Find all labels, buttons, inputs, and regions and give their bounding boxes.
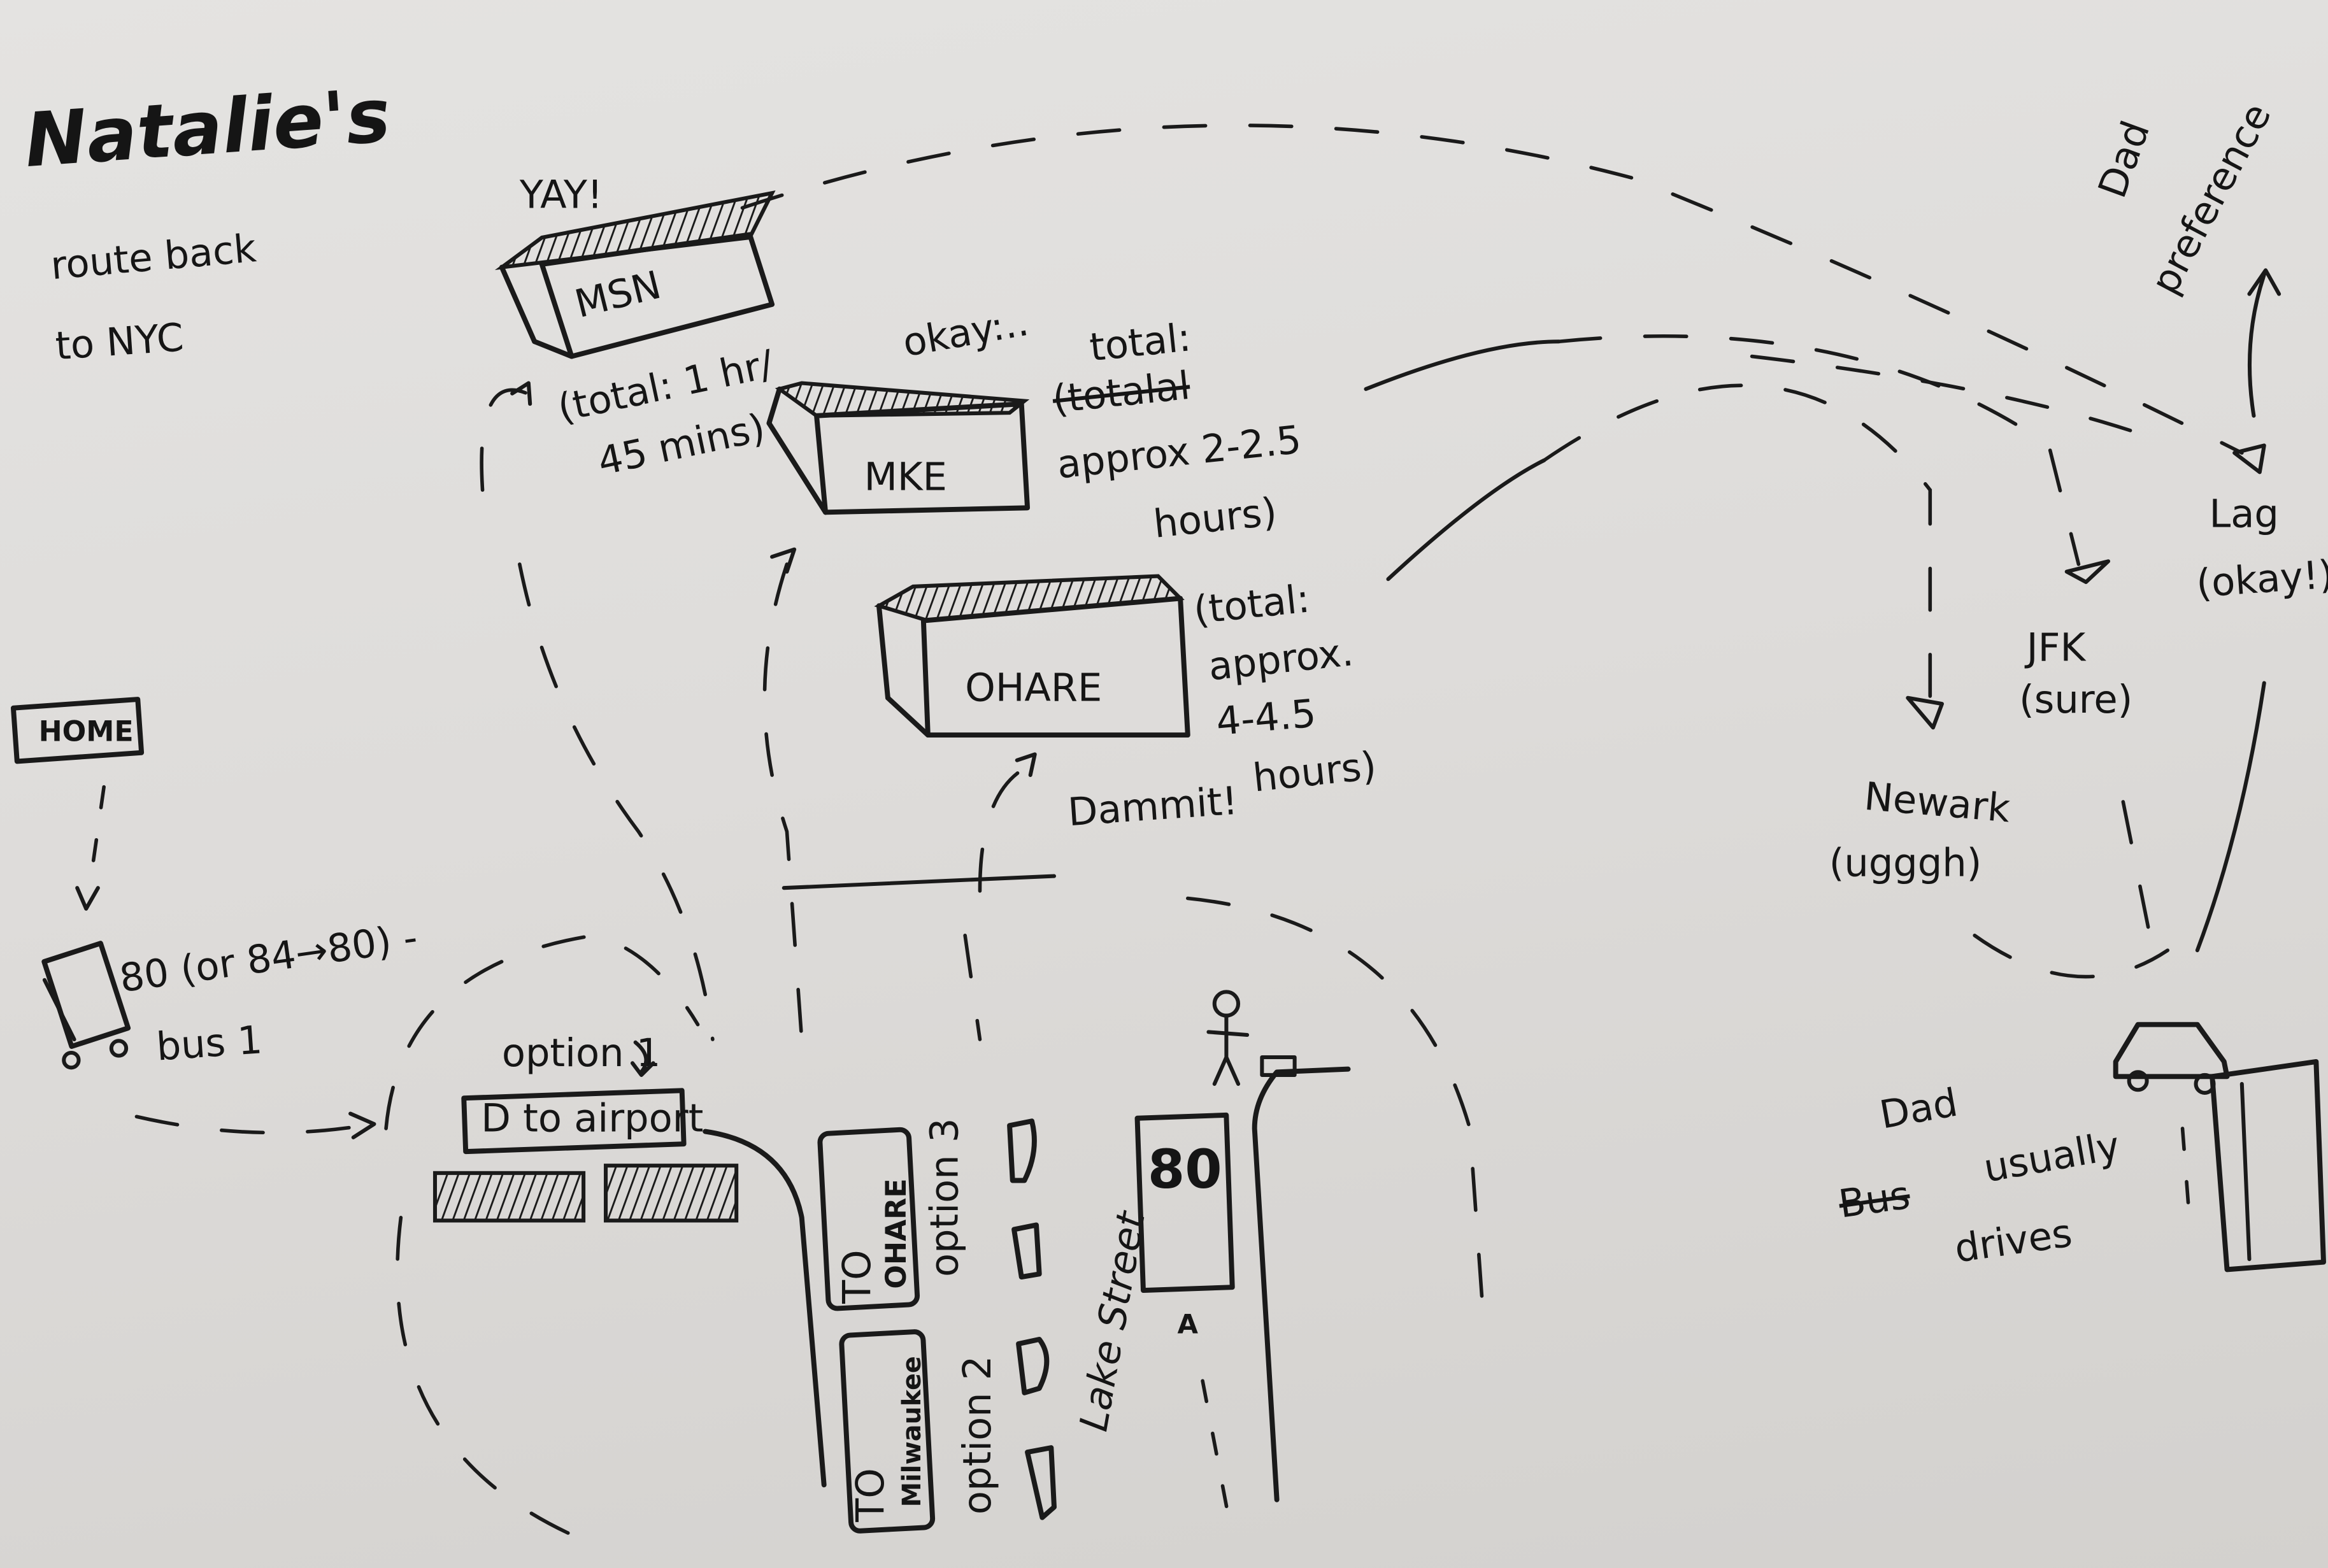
bus-route-label: 80 (or 84→80) -: [117, 915, 420, 1001]
car-to-home-path: [2180, 1127, 2192, 1227]
option3-sign: TO OHARE: [817, 1127, 920, 1311]
msn-reaction: YAY!: [519, 173, 603, 217]
lag-label: Lag: [2210, 492, 2279, 537]
ohare-time-4: hours): [1251, 744, 1378, 801]
mke-airport-box: okay:.. MKE total: (totalal approx 2-2.5…: [766, 300, 1303, 547]
option1-sign-text: D to airport: [481, 1097, 703, 1141]
msn-outline: [539, 232, 775, 359]
bus-number: 80: [1148, 1138, 1222, 1201]
airplane-icon: [1906, 695, 1944, 730]
building-door-icon: [2210, 1059, 2326, 1272]
jfk-note: (sure): [2019, 678, 2132, 722]
title: Natalie's route back to NYC: [22, 73, 393, 369]
option1-to-msn-path: [480, 388, 715, 1041]
arrowhead: [630, 1040, 655, 1077]
jfk-to-car-path: [2121, 800, 2155, 952]
road-curb: [703, 1129, 827, 1488]
mke-time-0: total:: [1088, 315, 1193, 370]
jfk-label: JFK: [2024, 625, 2087, 670]
pickup-line3: drives: [1952, 1211, 2075, 1272]
arrowhead: [348, 1111, 376, 1139]
arrow-up: [2247, 268, 2282, 418]
home-box: HOME: [10, 697, 145, 764]
option1-lower-loop: [396, 1215, 596, 1546]
option1-sign: D to airport: [461, 1088, 703, 1155]
newark-airport: Newark (ugggh): [1829, 695, 2012, 886]
ohare-time-2: approx.: [1206, 630, 1355, 689]
to-lag-path: [1750, 354, 2155, 440]
parked-cars: [1007, 1118, 1057, 1520]
option1-loop: [384, 933, 700, 1130]
option3-label: option 3: [922, 1118, 967, 1278]
ohare-label: OHARE: [965, 666, 1102, 710]
ohare-time-3: 4-4.5: [1215, 692, 1318, 745]
bus-icon: [41, 941, 131, 1070]
pickup-line2: usually: [1980, 1123, 2123, 1191]
ohare-outline: [920, 595, 1190, 738]
mke-time-struck: (totalal: [1050, 364, 1192, 422]
home-label: HOME: [39, 715, 134, 748]
arrowhead: [1015, 752, 1037, 778]
option2-sign-line2: Milwaukee: [897, 1356, 927, 1507]
bus-lane: [1201, 1379, 1234, 1539]
stop-marker: A: [1177, 1309, 1198, 1340]
dad-preference-2: preference: [2143, 96, 2280, 301]
option3-sign-line2: OHARE: [880, 1178, 913, 1288]
pickup-line1: Dad: [1876, 1080, 1961, 1137]
lag-airport: Lag (okay!) Dad preference: [2090, 96, 2328, 606]
lag-to-car-line: [2195, 681, 2266, 953]
airplane-icon: [2232, 443, 2266, 474]
mke-flight-line: [1364, 339, 1561, 391]
ohare-airport-box: OHARE (total: approx. 4-4.5 hours) Dammi…: [874, 574, 1378, 835]
ohare-to-newark-path: [1542, 383, 1932, 715]
msn-airport-box: YAY! MSN (total: 1 hr/ 45 mins): [494, 173, 778, 485]
road-curb-right: [1252, 1066, 1351, 1502]
option2-sign: TO Milwaukee: [839, 1329, 936, 1534]
pickup-note: Dad Bus usually drives: [1836, 1080, 2124, 1271]
msn-flight-path: [740, 124, 2244, 455]
ohare-flight-line: [1386, 458, 1546, 581]
option2-sign-line1: TO: [848, 1468, 893, 1523]
airplane-icon: [770, 547, 797, 574]
bus-80: 80: [1134, 1112, 1235, 1294]
arrowhead: [75, 886, 100, 911]
arrowhead: [510, 381, 532, 406]
bus-shelter: [604, 1164, 739, 1223]
mke-time-2: hours): [1152, 490, 1279, 547]
newark-note: (ugggh): [1829, 841, 1982, 886]
ohare-reaction: Dammit!: [1066, 779, 1239, 835]
dad-preference-1: Dad: [2090, 115, 2159, 204]
option3-to-ohare-path: [963, 762, 1034, 1041]
right-loop-path: [1185, 896, 1487, 1339]
jfk-airport: JFK (sure): [2019, 559, 2132, 722]
home-to-bus-path: [87, 785, 106, 893]
mke-to-jfk-path: [1557, 334, 2081, 566]
airplane-icon: [2064, 559, 2111, 584]
option2-to-mke-path: [762, 562, 804, 1041]
divider-line: [782, 874, 1057, 890]
newark-label: Newark: [1862, 774, 2012, 832]
bus-shelter: [432, 1171, 586, 1223]
title-line2: route back: [49, 226, 258, 289]
option2-label: option 2: [955, 1356, 1000, 1515]
home-outline: [10, 697, 145, 764]
mke-outline: [814, 401, 1031, 515]
lag-note: (okay!): [2195, 552, 2328, 606]
bus-to-stop-path: [134, 1115, 366, 1135]
ohare-time-1: (total:: [1192, 576, 1312, 633]
msn-label: MSN: [571, 263, 666, 327]
bus-label: bus 1: [155, 1018, 264, 1069]
title-line3: to NYC: [54, 315, 185, 369]
mke-reaction: okay:..: [899, 300, 1032, 366]
title-name: Natalie's: [22, 73, 393, 184]
stick-figure-icon: [1206, 990, 1297, 1086]
newark-to-car-path: [1973, 934, 2170, 979]
mke-label: MKE: [864, 455, 947, 499]
mke-time-1: approx 2-2.5: [1055, 418, 1303, 488]
pickup-struck: Bus: [1836, 1173, 1913, 1227]
option3-sign-line1: TO: [835, 1250, 880, 1304]
